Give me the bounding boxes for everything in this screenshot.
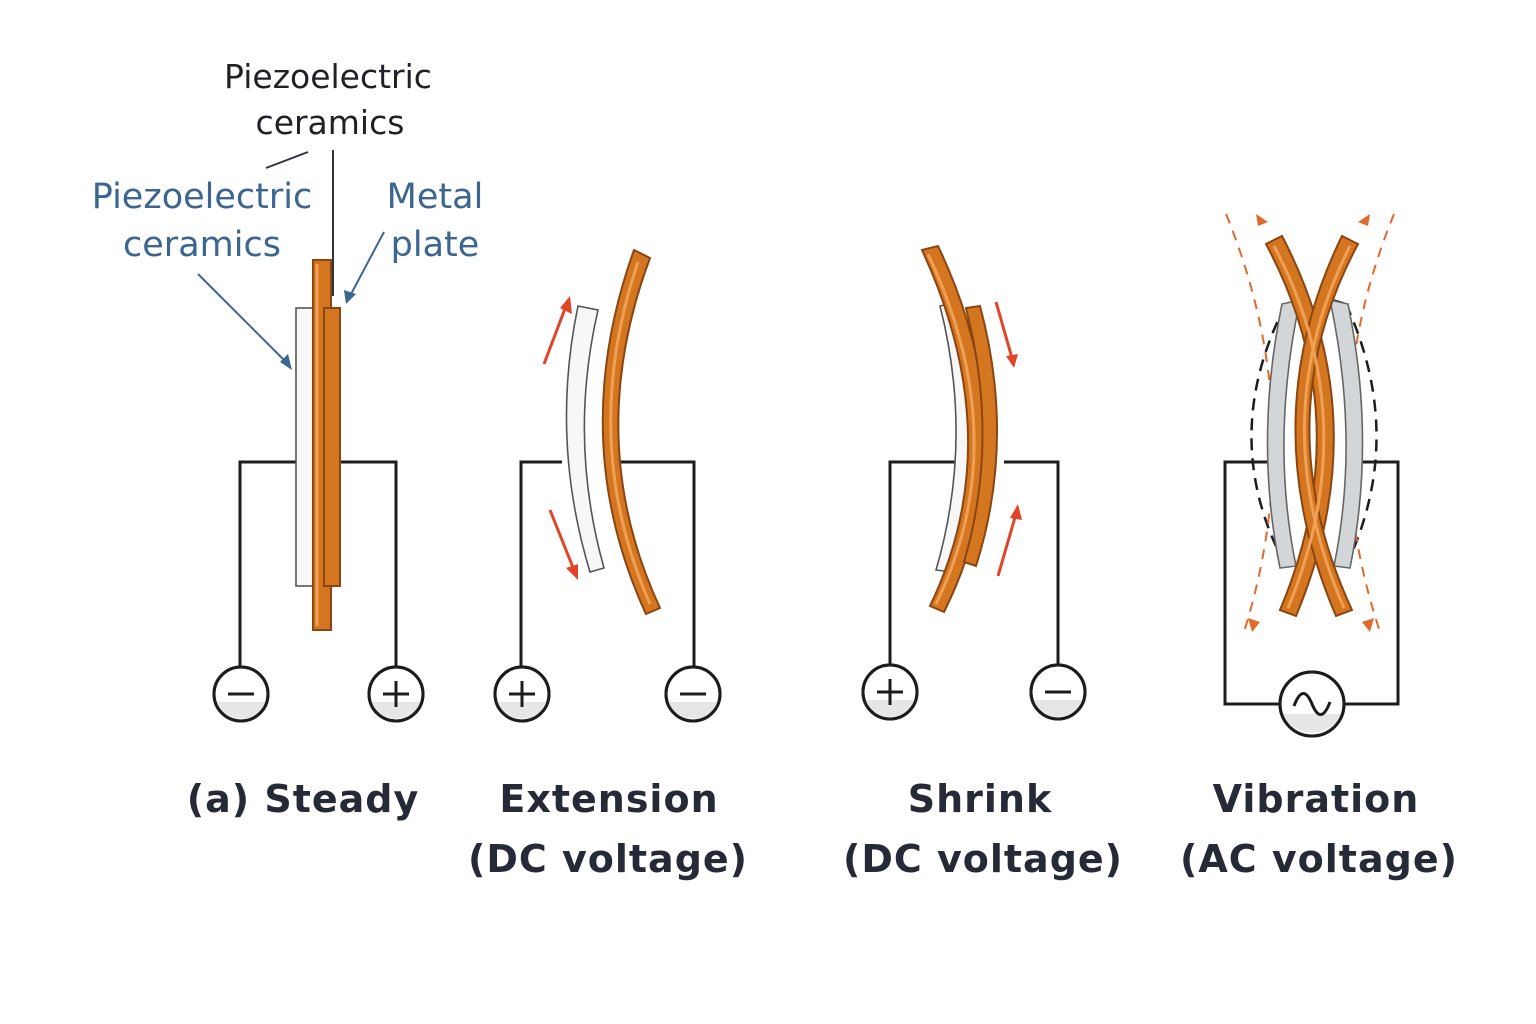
wire-shrink [888,460,1060,668]
label-metal-line2: plate [391,225,480,265]
ceramic-shrink-right [962,304,999,568]
ceramic-vibration-right [1328,298,1364,569]
leader-metal [349,231,385,297]
ceramic-extension [565,305,605,573]
caption-vibration-line1: Vibration [1213,777,1420,821]
caption-steady-line1: (a) Steady [187,777,420,821]
panel-shrink: Shrink (DC voltage) [843,244,1123,881]
terminal-steady-left [212,665,270,723]
label-left-ceramics-line2: ceramics [123,225,281,265]
panel-vibration: Vibration (AC voltage) [1180,213,1458,881]
leader-left-ceramics [197,273,289,365]
ac-source [1278,670,1346,738]
arrow-shrink-up [996,513,1018,577]
caption-shrink-line2: (DC voltage) [843,837,1123,881]
arrow-shrink-down [994,301,1014,359]
metal-plate-vibration-b [1294,234,1360,618]
wire-extension [519,460,696,668]
caption-extension-line2: (DC voltage) [468,837,748,881]
wire-vibration [1223,460,1400,706]
arrow-extension-down [548,509,576,571]
terminal-shrink-right [1029,663,1087,721]
dashed-orange-right [1347,213,1395,633]
caption-shrink-line1: Shrink [908,777,1053,821]
terminal-shrink-left [861,663,919,721]
leader-top-short [265,151,309,169]
terminal-extension-right [664,665,722,723]
arrow-extension-up [542,305,568,365]
terminal-steady-right [367,665,425,723]
caption-extension-line1: Extension [499,777,718,821]
label-top-ceramics-line1: Piezoelectric [224,57,432,96]
terminal-extension-left [493,665,551,723]
label-group: Piezoelectric ceramics Piezoelectric cer… [92,57,484,370]
ceramic-left-steady [295,307,315,587]
caption-vibration-line2: (AC voltage) [1180,837,1458,881]
leader-left-arrowhead [280,354,292,370]
panel-steady: (a) Steady [187,259,425,821]
panel-extension: Extension (DC voltage) [468,248,748,881]
label-top-ceramics-line2: ceramics [256,103,405,142]
sine-wave-icon [1292,692,1332,716]
dashed-outline-left [1250,303,1290,571]
leader-metal-arrowhead [344,290,356,304]
ceramic-right-steady [323,307,341,587]
wire-steady [238,460,398,668]
dashed-orange-left [1225,213,1275,633]
label-left-ceramics-line1: Piezoelectric [92,177,313,217]
label-metal-line1: Metal [387,177,484,217]
